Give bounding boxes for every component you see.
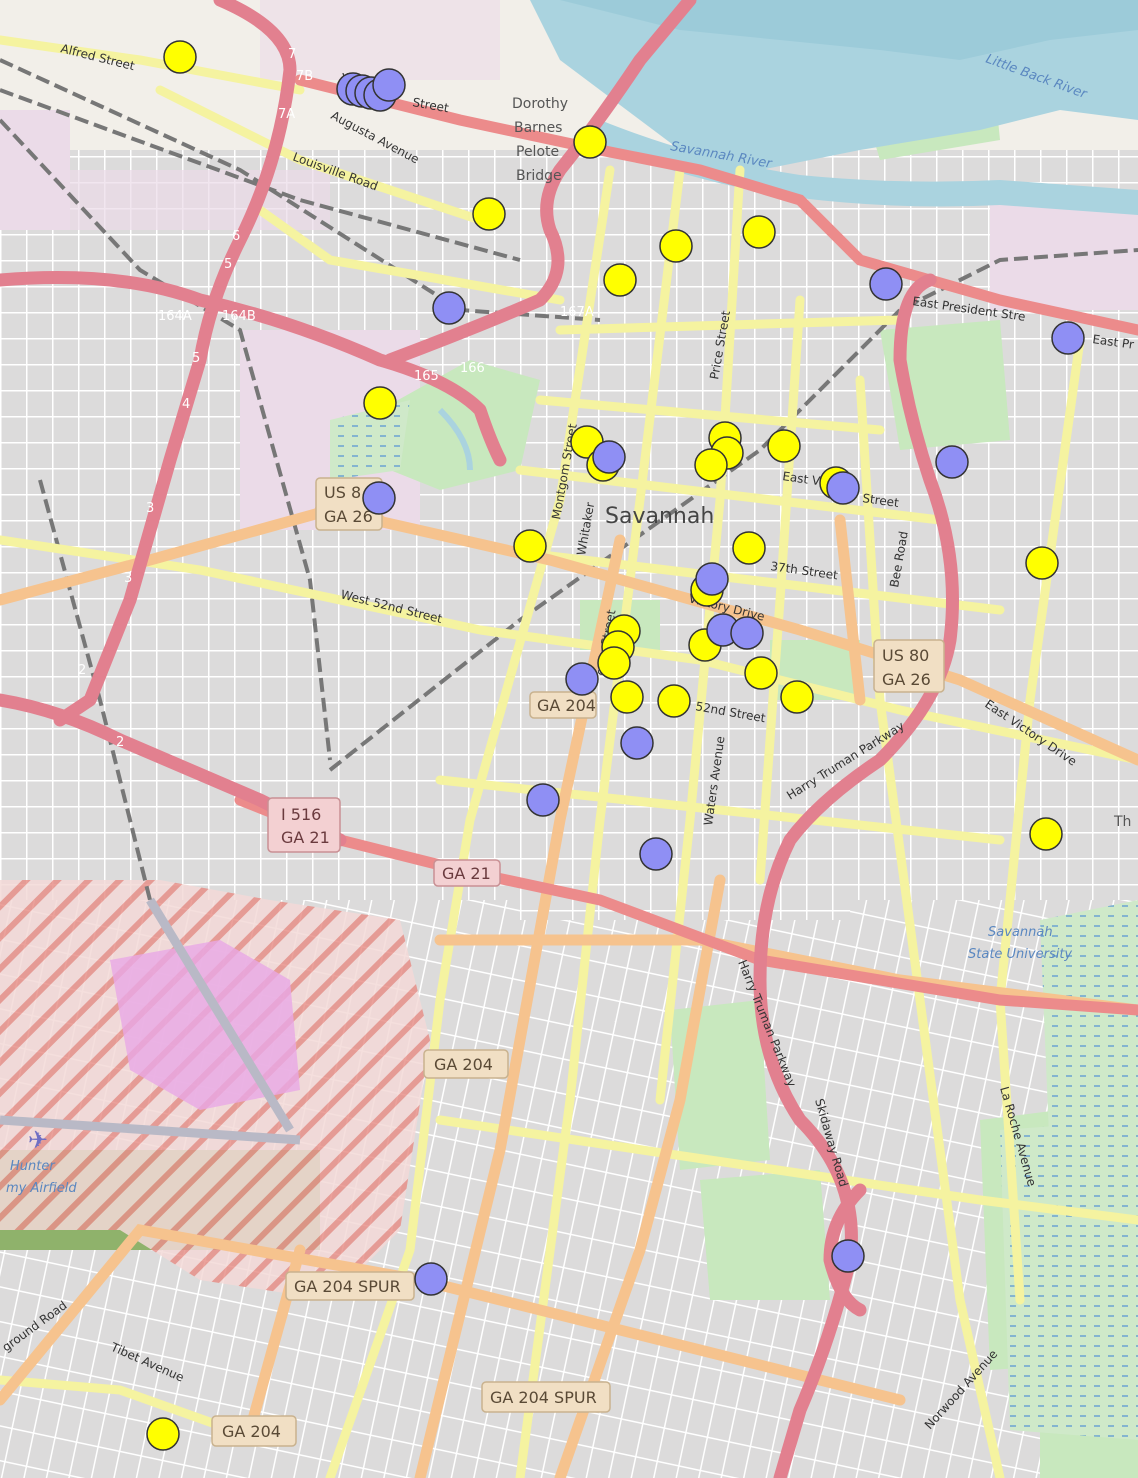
city-label: Savannah	[605, 504, 714, 529]
svg-text:Bridge: Bridge	[516, 168, 562, 184]
shield-ga204-a: GA 204	[529, 691, 597, 719]
svg-text:GA 204: GA 204	[222, 1422, 281, 1441]
svg-text:my Airfield: my Airfield	[6, 1181, 77, 1196]
blue-marker-4[interactable]	[372, 68, 406, 102]
svg-text:Pelote: Pelote	[516, 144, 559, 160]
svg-text:7A: 7A	[278, 107, 295, 122]
svg-text:US 8: US 8	[324, 483, 361, 502]
yellow-marker-25[interactable]	[780, 680, 814, 714]
blue-marker-6[interactable]	[869, 267, 903, 301]
svg-text:GA 204: GA 204	[537, 696, 596, 715]
yellow-marker-27[interactable]	[146, 1417, 180, 1451]
svg-text:166: 166	[460, 361, 485, 376]
edge-label: Th	[1113, 814, 1131, 830]
yellow-marker-0[interactable]	[163, 40, 197, 74]
svg-text:2: 2	[116, 735, 124, 750]
svg-text:GA 204 SPUR: GA 204 SPUR	[294, 1277, 401, 1296]
blue-marker-10[interactable]	[826, 471, 860, 505]
bridge-label: Dorothy Barnes Pelote Bridge	[512, 96, 568, 184]
railways	[0, 58, 1138, 901]
svg-text:State University: State University	[968, 947, 1072, 962]
yellow-marker-16[interactable]	[1025, 546, 1059, 580]
runways	[0, 897, 301, 1145]
svg-text:GA 21: GA 21	[442, 864, 491, 883]
blue-marker-15[interactable]	[565, 662, 599, 696]
yellow-marker-15[interactable]	[732, 531, 766, 565]
shield-i516: I 516 GA 21	[267, 797, 341, 853]
svg-text:East V: East V	[782, 469, 822, 488]
svg-text:Hunter: Hunter	[10, 1159, 56, 1174]
svg-text:4: 4	[182, 397, 190, 412]
blue-marker-19[interactable]	[831, 1239, 865, 1273]
blue-marker-17[interactable]	[526, 783, 560, 817]
svg-text:Barnes: Barnes	[514, 120, 562, 136]
shield-ga204spur-a: GA 204 SPUR	[285, 1271, 415, 1301]
svg-text:5: 5	[224, 257, 232, 272]
blue-markers	[336, 68, 1085, 1296]
blue-marker-11[interactable]	[362, 481, 396, 515]
svg-text:164A: 164A	[158, 309, 192, 324]
shield-ga204-b: GA 204	[423, 1049, 509, 1079]
yellow-marker-11[interactable]	[694, 448, 728, 482]
yellow-marker-5[interactable]	[603, 263, 637, 297]
yellow-marker-24[interactable]	[657, 684, 691, 718]
blue-marker-16[interactable]	[620, 726, 654, 760]
shield-ga21: GA 21	[433, 859, 501, 887]
svg-text:Dorothy: Dorothy	[512, 96, 568, 112]
yellow-marker-2[interactable]	[472, 197, 506, 231]
svg-text:Street: Street	[411, 95, 450, 115]
yellow-marker-6[interactable]	[363, 386, 397, 420]
shield-ga204spur-b: GA 204 SPUR	[481, 1381, 611, 1413]
yellow-marker-26[interactable]	[1029, 817, 1063, 851]
exit-labels: 7B 7 7A 6 5 164A 164B 5 4 167A 165 166 3…	[78, 47, 594, 750]
blue-marker-7[interactable]	[1051, 321, 1085, 355]
yellow-marker-14[interactable]	[513, 529, 547, 563]
svg-text:167A: 167A	[560, 305, 594, 320]
svg-text:Street: Street	[862, 491, 900, 510]
yellow-marker-4[interactable]	[742, 215, 776, 249]
blue-marker-12[interactable]	[695, 562, 729, 596]
svg-text:3: 3	[124, 571, 132, 586]
blue-marker-20[interactable]	[414, 1262, 448, 1296]
yellow-marker-3[interactable]	[659, 229, 693, 263]
svg-text:East Pr: East Pr	[1092, 332, 1135, 352]
airfield-label: ✈ Hunter my Airfield	[6, 1126, 77, 1196]
svg-text:GA 26: GA 26	[324, 507, 373, 526]
blue-marker-8[interactable]	[592, 440, 626, 474]
yellow-marker-23[interactable]	[610, 680, 644, 714]
blue-marker-18[interactable]	[639, 837, 673, 871]
marsh	[330, 400, 1138, 1440]
svg-text:5: 5	[192, 351, 200, 366]
blue-marker-9[interactable]	[935, 445, 969, 479]
yellow-marker-12[interactable]	[767, 429, 801, 463]
svg-text:164B: 164B	[222, 309, 256, 324]
svg-text:GA 26: GA 26	[882, 670, 931, 689]
shield-us80-east: US 80 GA 26	[873, 639, 945, 693]
svg-text:GA 204 SPUR: GA 204 SPUR	[490, 1388, 597, 1407]
yellow-marker-20[interactable]	[597, 646, 631, 680]
svg-text:Savannah: Savannah	[988, 925, 1053, 940]
svg-text:GA 21: GA 21	[281, 828, 330, 847]
yellow-marker-22[interactable]	[744, 656, 778, 690]
shield-ga204-c: GA 204	[211, 1415, 297, 1447]
water	[437, 0, 1138, 471]
svg-text:7: 7	[288, 47, 296, 62]
airport-icon: ✈	[28, 1126, 48, 1154]
svg-text:I 516: I 516	[281, 805, 321, 824]
svg-text:7B: 7B	[296, 69, 313, 84]
svg-text:6: 6	[232, 229, 240, 244]
motorways	[0, 0, 959, 1478]
svg-text:165: 165	[414, 369, 439, 384]
university-label: Savannah State University	[968, 925, 1072, 962]
svg-text:US 80: US 80	[882, 646, 929, 665]
blue-marker-5[interactable]	[432, 291, 466, 325]
svg-text:3: 3	[146, 501, 154, 516]
svg-text:2: 2	[78, 663, 86, 678]
yellow-marker-1[interactable]	[573, 125, 607, 159]
blue-marker-14[interactable]	[730, 616, 764, 650]
svg-text:GA 204: GA 204	[434, 1055, 493, 1074]
